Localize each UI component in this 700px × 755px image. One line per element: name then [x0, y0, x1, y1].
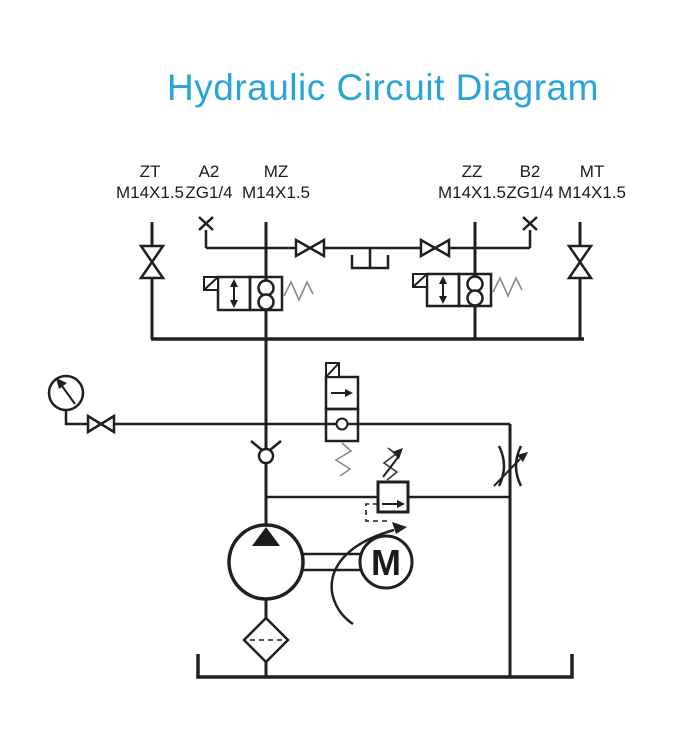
arrow-right-icon [397, 500, 405, 508]
shutoff-valve-right-icon [419, 237, 451, 259]
port-thread-mz: M14X1.5 [242, 183, 310, 202]
port-labels: ZT M14X1.5 A2 ZG1/4 MZ M14X1.5 ZZ M14X1.… [116, 162, 626, 202]
relief-valve-icon [365, 447, 410, 522]
port-label-mz: MZ [264, 162, 289, 181]
port-label-b2: B2 [520, 162, 541, 181]
port-thread-b2: ZG1/4 [506, 183, 553, 202]
pipe-lines [64, 222, 584, 677]
rotation-arrow-icon [330, 522, 407, 626]
shutoff-valve-mt-icon [566, 244, 594, 280]
plugged-ports [198, 216, 538, 231]
spring-icon [334, 442, 353, 477]
seat-icon [335, 417, 349, 431]
solenoid-check-valve-left-icon [203, 275, 314, 312]
arrow-down-icon [439, 296, 447, 304]
port-label-zz: ZZ [462, 162, 483, 181]
page-title: Hydraulic Circuit Diagram [167, 67, 599, 108]
spring-icon [492, 276, 523, 298]
shutoff-valve-left-icon [294, 237, 326, 259]
pilot-line [365, 503, 391, 522]
port-thread-zt: M14X1.5 [116, 183, 184, 202]
motor-label: M [371, 542, 401, 583]
port-thread-a2: ZG1/4 [185, 183, 232, 202]
spring-icon [283, 280, 314, 302]
arrow-down-icon [230, 300, 238, 308]
shutoff-valve-zt-icon [138, 244, 166, 280]
breather-tank-vent-icon [350, 248, 390, 270]
flow-triangle-icon [252, 527, 280, 546]
adjustable-throttle-valve-icon [493, 445, 528, 487]
suction-filter-icon [242, 616, 290, 664]
needle-arrow-icon [56, 378, 67, 389]
arrow-right-icon [345, 389, 353, 397]
pump-icon [227, 523, 305, 601]
arrow-up-icon [439, 276, 447, 284]
adjust-arrow-icon [392, 448, 403, 459]
check-valve-icon [250, 440, 282, 465]
port-thread-zz: M14X1.5 [438, 183, 506, 202]
adjust-arrow-icon [517, 452, 528, 462]
plugged-port-b2-icon [522, 216, 538, 231]
port-label-mt: MT [580, 162, 605, 181]
plugged-port-a2-icon [198, 216, 214, 231]
drive-shaft [303, 552, 360, 572]
port-label-zt: ZT [140, 162, 161, 181]
pressure-gauge-icon [47, 374, 85, 412]
port-label-a2: A2 [199, 162, 220, 181]
shutoff-valve-gauge-icon [86, 413, 116, 435]
arrow-up-icon [230, 279, 238, 287]
electric-motor-icon: M [358, 534, 414, 590]
reservoir-tank-icon [196, 654, 574, 679]
pipe-gauge-line [64, 410, 510, 426]
shutoff-valves [86, 237, 594, 435]
solenoid-vent-valve-icon [324, 362, 360, 477]
port-thread-mt: M14X1.5 [558, 183, 626, 202]
solenoid-check-valve-right-icon [412, 272, 523, 308]
